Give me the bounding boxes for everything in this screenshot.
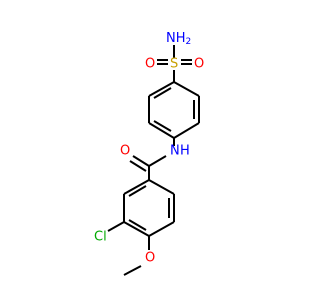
atom-n: N xyxy=(170,144,180,159)
atom-h: H xyxy=(180,144,190,159)
atom-o-left: O xyxy=(145,57,155,72)
bonds xyxy=(107,45,200,276)
ring1-inner-3 xyxy=(153,87,172,99)
bond-cl xyxy=(107,221,125,232)
bond-n-c xyxy=(148,155,167,167)
ring1-bond-1 xyxy=(173,81,200,97)
ring1-inner-2 xyxy=(153,120,172,132)
bond-c-o xyxy=(132,155,150,167)
atom-cl: Cl xyxy=(94,230,107,245)
ring2-inner-3 xyxy=(128,185,147,197)
ring2-bond-3 xyxy=(148,221,175,237)
atom-o-right: O xyxy=(194,57,204,72)
ring2-inner-2 xyxy=(128,219,147,231)
molecule-structure-diagram: NH2 S O O N H O Cl O xyxy=(94,31,204,276)
ring1-bond-3 xyxy=(173,122,200,139)
ring1-bond-6 xyxy=(148,81,175,97)
ring2-bond-4 xyxy=(123,221,150,237)
ring2-bond-1 xyxy=(148,179,175,195)
atom-s: S xyxy=(170,57,178,72)
atom-nh2: NH2 xyxy=(166,31,191,48)
ring2-bond-6 xyxy=(123,179,150,195)
atom-o-methoxy: O xyxy=(145,251,155,266)
atom-o-carbonyl: O xyxy=(120,144,130,159)
atom-labels: NH2 S O O N H O Cl O xyxy=(94,31,204,266)
bond-c-o-2 xyxy=(129,160,147,172)
ring1-bond-4 xyxy=(148,122,175,139)
bond-methyl xyxy=(123,265,142,276)
